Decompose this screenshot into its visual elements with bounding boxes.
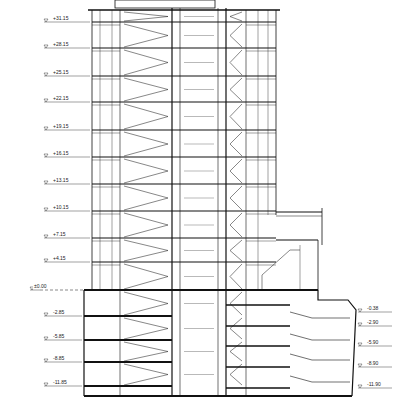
level-label: +22.15 [52, 95, 69, 101]
level-label: ±0.00 [33, 283, 47, 289]
level-label: -11.90 [366, 381, 382, 387]
level-label: -2.85 [52, 309, 65, 315]
level-label: -11.85 [52, 379, 68, 385]
level-markers [30, 19, 392, 388]
level-label: -8.85 [52, 355, 65, 361]
level-label: +10.15 [52, 204, 69, 210]
level-label: +16.15 [52, 150, 69, 156]
level-label: +19.15 [52, 123, 69, 129]
level-label: +25.15 [52, 69, 69, 75]
level-label: -5.85 [52, 333, 65, 339]
level-label: -8.90 [366, 360, 379, 366]
level-label: -0.38 [366, 305, 379, 311]
level-label: +4.15 [52, 255, 67, 261]
level-label: +7.15 [52, 231, 67, 237]
level-label: -2.90 [366, 319, 379, 325]
level-label: -5.90 [366, 339, 379, 345]
level-label: +31.15 [52, 15, 69, 21]
level-label: +28.15 [52, 41, 69, 47]
roof-parapet [115, 0, 215, 8]
level-label: +13.15 [52, 177, 69, 183]
